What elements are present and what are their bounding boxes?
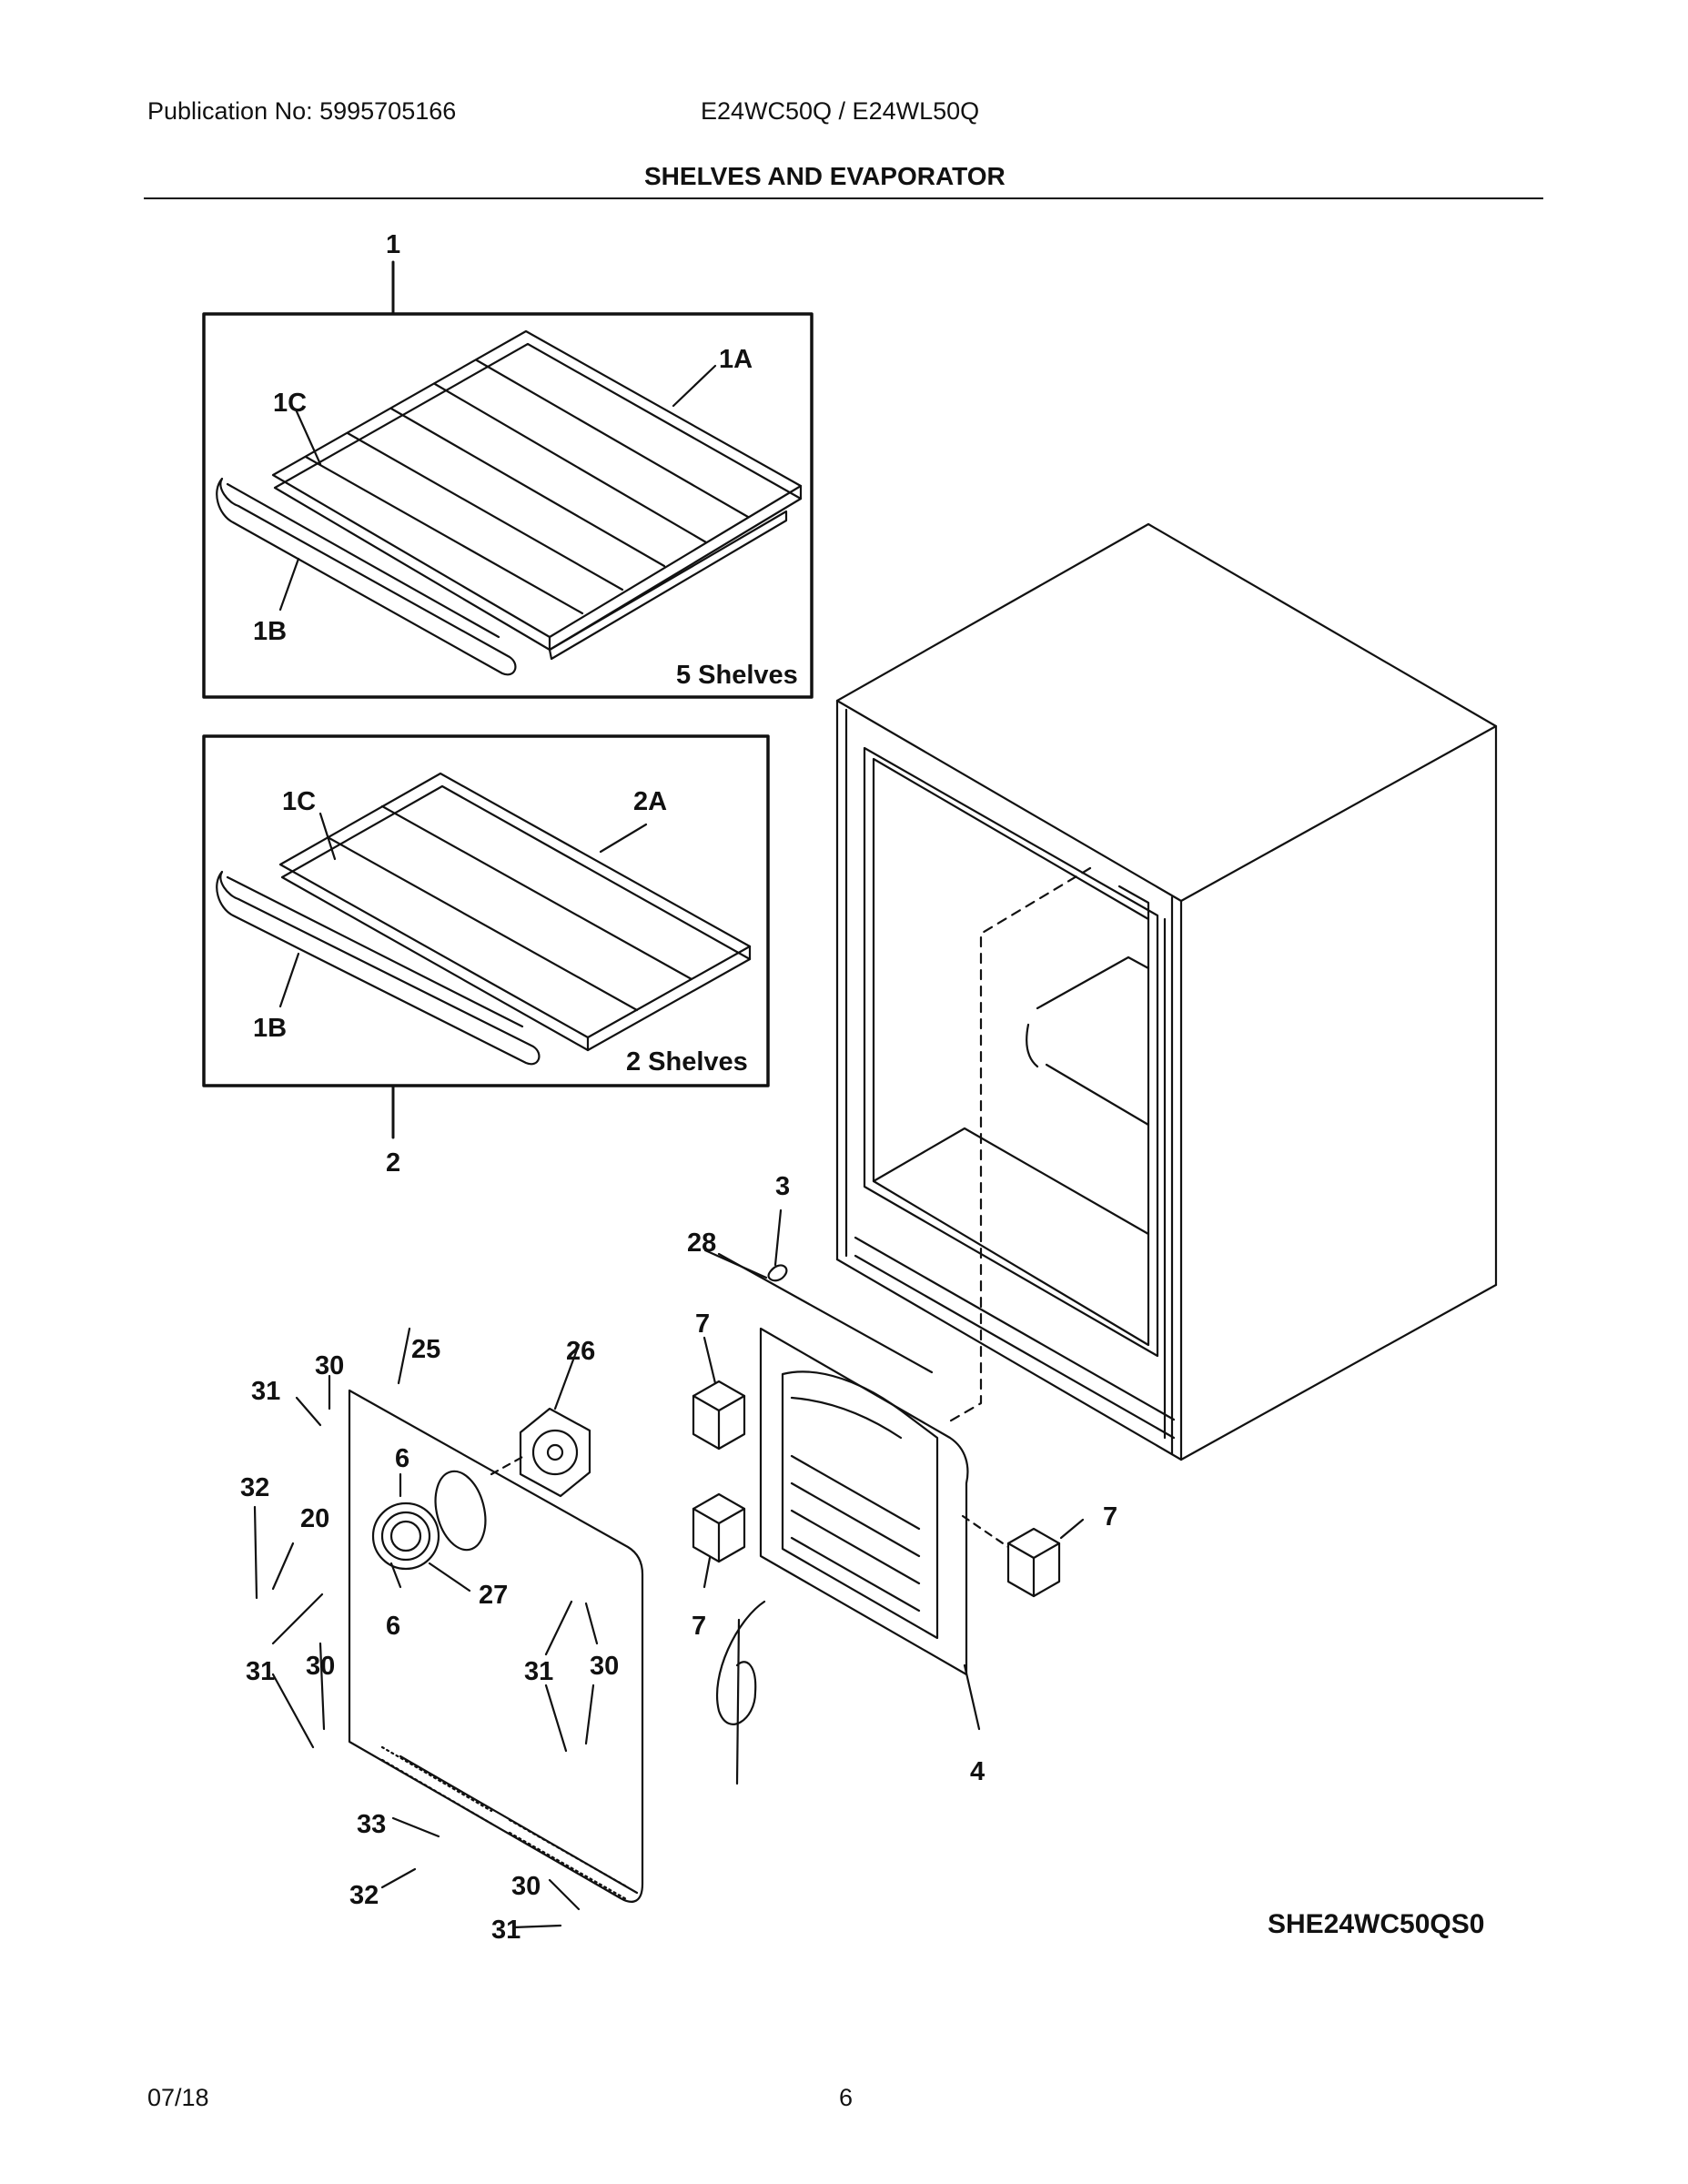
callout-28: 28 [687,1228,716,1258]
page-number: 6 [839,2084,854,2111]
inset-box-5-shelves [202,312,814,699]
callout-2: 2 [386,1148,400,1178]
drain-cup-upper [692,1380,746,1451]
callout-32-bottom: 32 [349,1881,379,1910]
callout-32-left: 32 [240,1473,269,1502]
rear-cover-drawing [348,1389,644,1903]
callout-20: 20 [300,1504,329,1533]
callout-4: 4 [970,1757,985,1786]
callout-1c: 1C [273,389,307,418]
drain-cup-right [1006,1527,1061,1598]
drain-cup-lower [692,1492,746,1563]
callout-26: 26 [566,1337,595,1366]
publication-number: Publication No: 5995705166 [147,97,457,125]
callout-30-left: 30 [306,1652,335,1681]
callout-31-bottom: 31 [491,1916,521,1945]
callout-1a: 1A [719,345,753,374]
callout-7-lower: 7 [692,1612,706,1641]
callout-25: 25 [411,1335,440,1364]
callout-6-lower: 6 [386,1612,400,1641]
callout-33: 33 [357,1810,386,1839]
section-title: SHELVES AND EVAPORATOR [644,162,1006,190]
callout-27: 27 [479,1581,508,1610]
callout-2a: 2A [633,787,667,816]
header-rule [144,197,1543,199]
evaporator-drawing [715,1327,969,1785]
callout-31-top: 31 [251,1377,280,1406]
callout-30-bottom: 30 [511,1872,541,1901]
shelf-2-drawing [216,772,752,1066]
callout-labels: 1 1A 1C 1B 5 Shelves 1C 2A 1B 2 Shelves … [240,230,1484,1945]
shelf-5-drawing [216,329,803,676]
callout-6-upper: 6 [395,1444,409,1473]
caption-2-shelves: 2 Shelves [626,1047,748,1077]
callout-30-right: 30 [590,1652,619,1681]
callout-31-right: 31 [524,1657,553,1686]
callout-7-right: 7 [1103,1502,1117,1532]
footer-date: 07/18 [147,2084,209,2111]
callout-31-left: 31 [246,1657,275,1686]
callout-1c-box2: 1C [282,787,316,816]
fan-guard-drawing [371,1502,440,1571]
callout-1b-box2: 1B [253,1014,287,1043]
callout-3: 3 [775,1172,790,1201]
cabinet-drawing [835,522,1498,1461]
inset-box-2-shelves [202,734,770,1087]
callout-7-upper: 7 [695,1309,710,1339]
condenser-fan-drawing [519,1407,591,1498]
model-numbers: E24WC50Q / E24WL50Q [701,97,980,125]
drawing-id: SHE24WC50QS0 [1268,1909,1484,1939]
caption-5-shelves: 5 Shelves [676,661,798,690]
callout-1: 1 [386,230,400,259]
callout-30-top: 30 [315,1351,344,1380]
callout-1b: 1B [253,617,287,646]
